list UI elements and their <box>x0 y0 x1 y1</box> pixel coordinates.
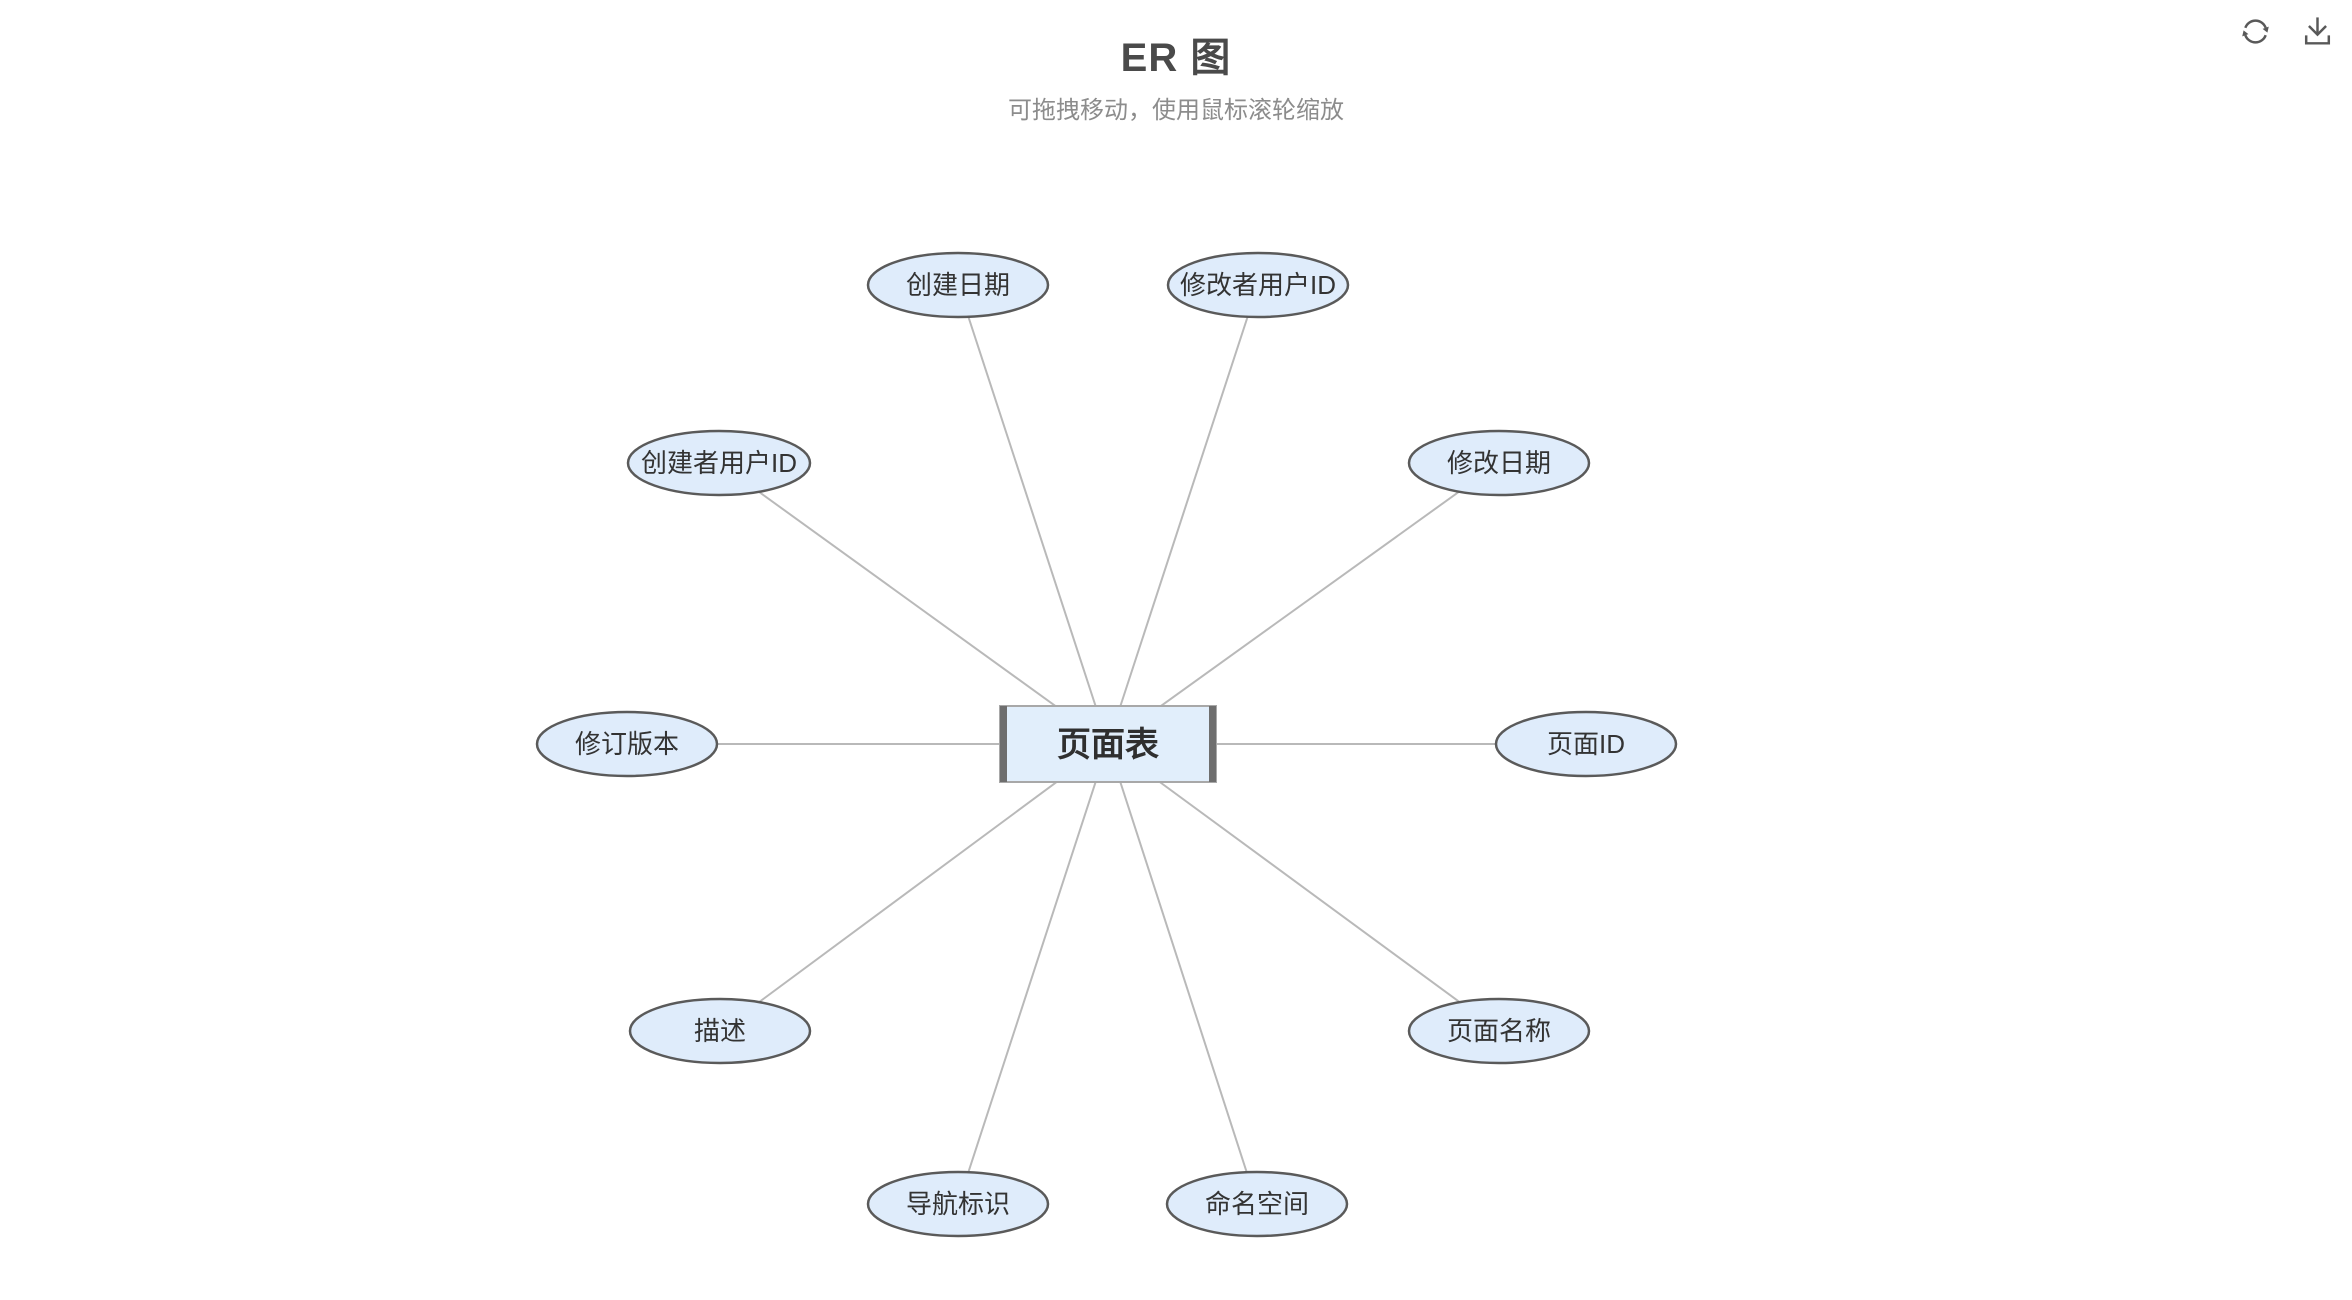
relationship-line <box>1107 743 1500 1032</box>
entity-right-bar <box>1209 706 1216 782</box>
attribute-ellipse[interactable] <box>1165 1170 1349 1238</box>
attribute-node-description[interactable]: 描述 <box>628 997 812 1065</box>
relationship-line <box>718 462 1109 745</box>
refresh-icon <box>2241 18 2269 44</box>
attribute-node-page-id[interactable]: 页面ID <box>1494 710 1678 778</box>
attribute-label: 命名空间 <box>1205 1189 1309 1219</box>
toolbar <box>2230 6 2342 56</box>
attribute-ellipse[interactable] <box>1494 710 1678 778</box>
relationship-line <box>957 284 1109 745</box>
attribute-node-page-name[interactable]: 页面名称 <box>1407 997 1591 1065</box>
attribute-ellipse[interactable] <box>628 997 812 1065</box>
attribute-node-creator-user-id[interactable]: 创建者用户ID <box>626 429 812 497</box>
attribute-label: 创建者用户ID <box>641 448 797 478</box>
relationship-line <box>1107 462 1500 745</box>
attribute-ellipse[interactable] <box>1407 997 1591 1065</box>
attribute-ellipse[interactable] <box>866 1170 1050 1238</box>
attribute-ellipse[interactable] <box>535 710 719 778</box>
attribute-node-nav-identifier[interactable]: 导航标识 <box>866 1170 1050 1238</box>
attribute-node-create-date[interactable]: 创建日期 <box>866 251 1050 319</box>
attribute-label: 页面名称 <box>1447 1016 1551 1046</box>
relationship-line <box>1107 284 1259 745</box>
attribute-ellipse[interactable] <box>866 251 1050 319</box>
attribute-label: 修改日期 <box>1447 448 1551 478</box>
download-icon <box>2304 16 2330 45</box>
refresh-button[interactable] <box>2230 6 2280 56</box>
relationship-line <box>1107 743 1258 1205</box>
entity-node-page-table[interactable]: 页面表 <box>999 705 1217 783</box>
relationship-line <box>719 743 1109 1032</box>
attribute-label: 创建日期 <box>906 270 1010 300</box>
attribute-ellipse[interactable] <box>1407 429 1591 497</box>
attribute-ellipse[interactable] <box>1166 251 1350 319</box>
entity-label: 页面表 <box>1057 726 1159 764</box>
attribute-node-modify-date[interactable]: 修改日期 <box>1407 429 1591 497</box>
attribute-node-modifier-user-id[interactable]: 修改者用户ID <box>1166 251 1350 319</box>
entity-left-bar <box>1000 706 1007 782</box>
download-button[interactable] <box>2292 6 2342 56</box>
attribute-node-revision[interactable]: 修订版本 <box>535 710 719 778</box>
attribute-ellipse[interactable] <box>626 429 812 497</box>
attribute-label: 导航标识 <box>906 1189 1010 1219</box>
attribute-label: 修改者用户ID <box>1180 270 1336 300</box>
attribute-label: 描述 <box>694 1016 746 1046</box>
attribute-node-namespace[interactable]: 命名空间 <box>1165 1170 1349 1238</box>
attribute-label: 修订版本 <box>575 729 679 759</box>
attribute-label: 页面ID <box>1547 729 1625 759</box>
relationship-line <box>957 743 1109 1205</box>
